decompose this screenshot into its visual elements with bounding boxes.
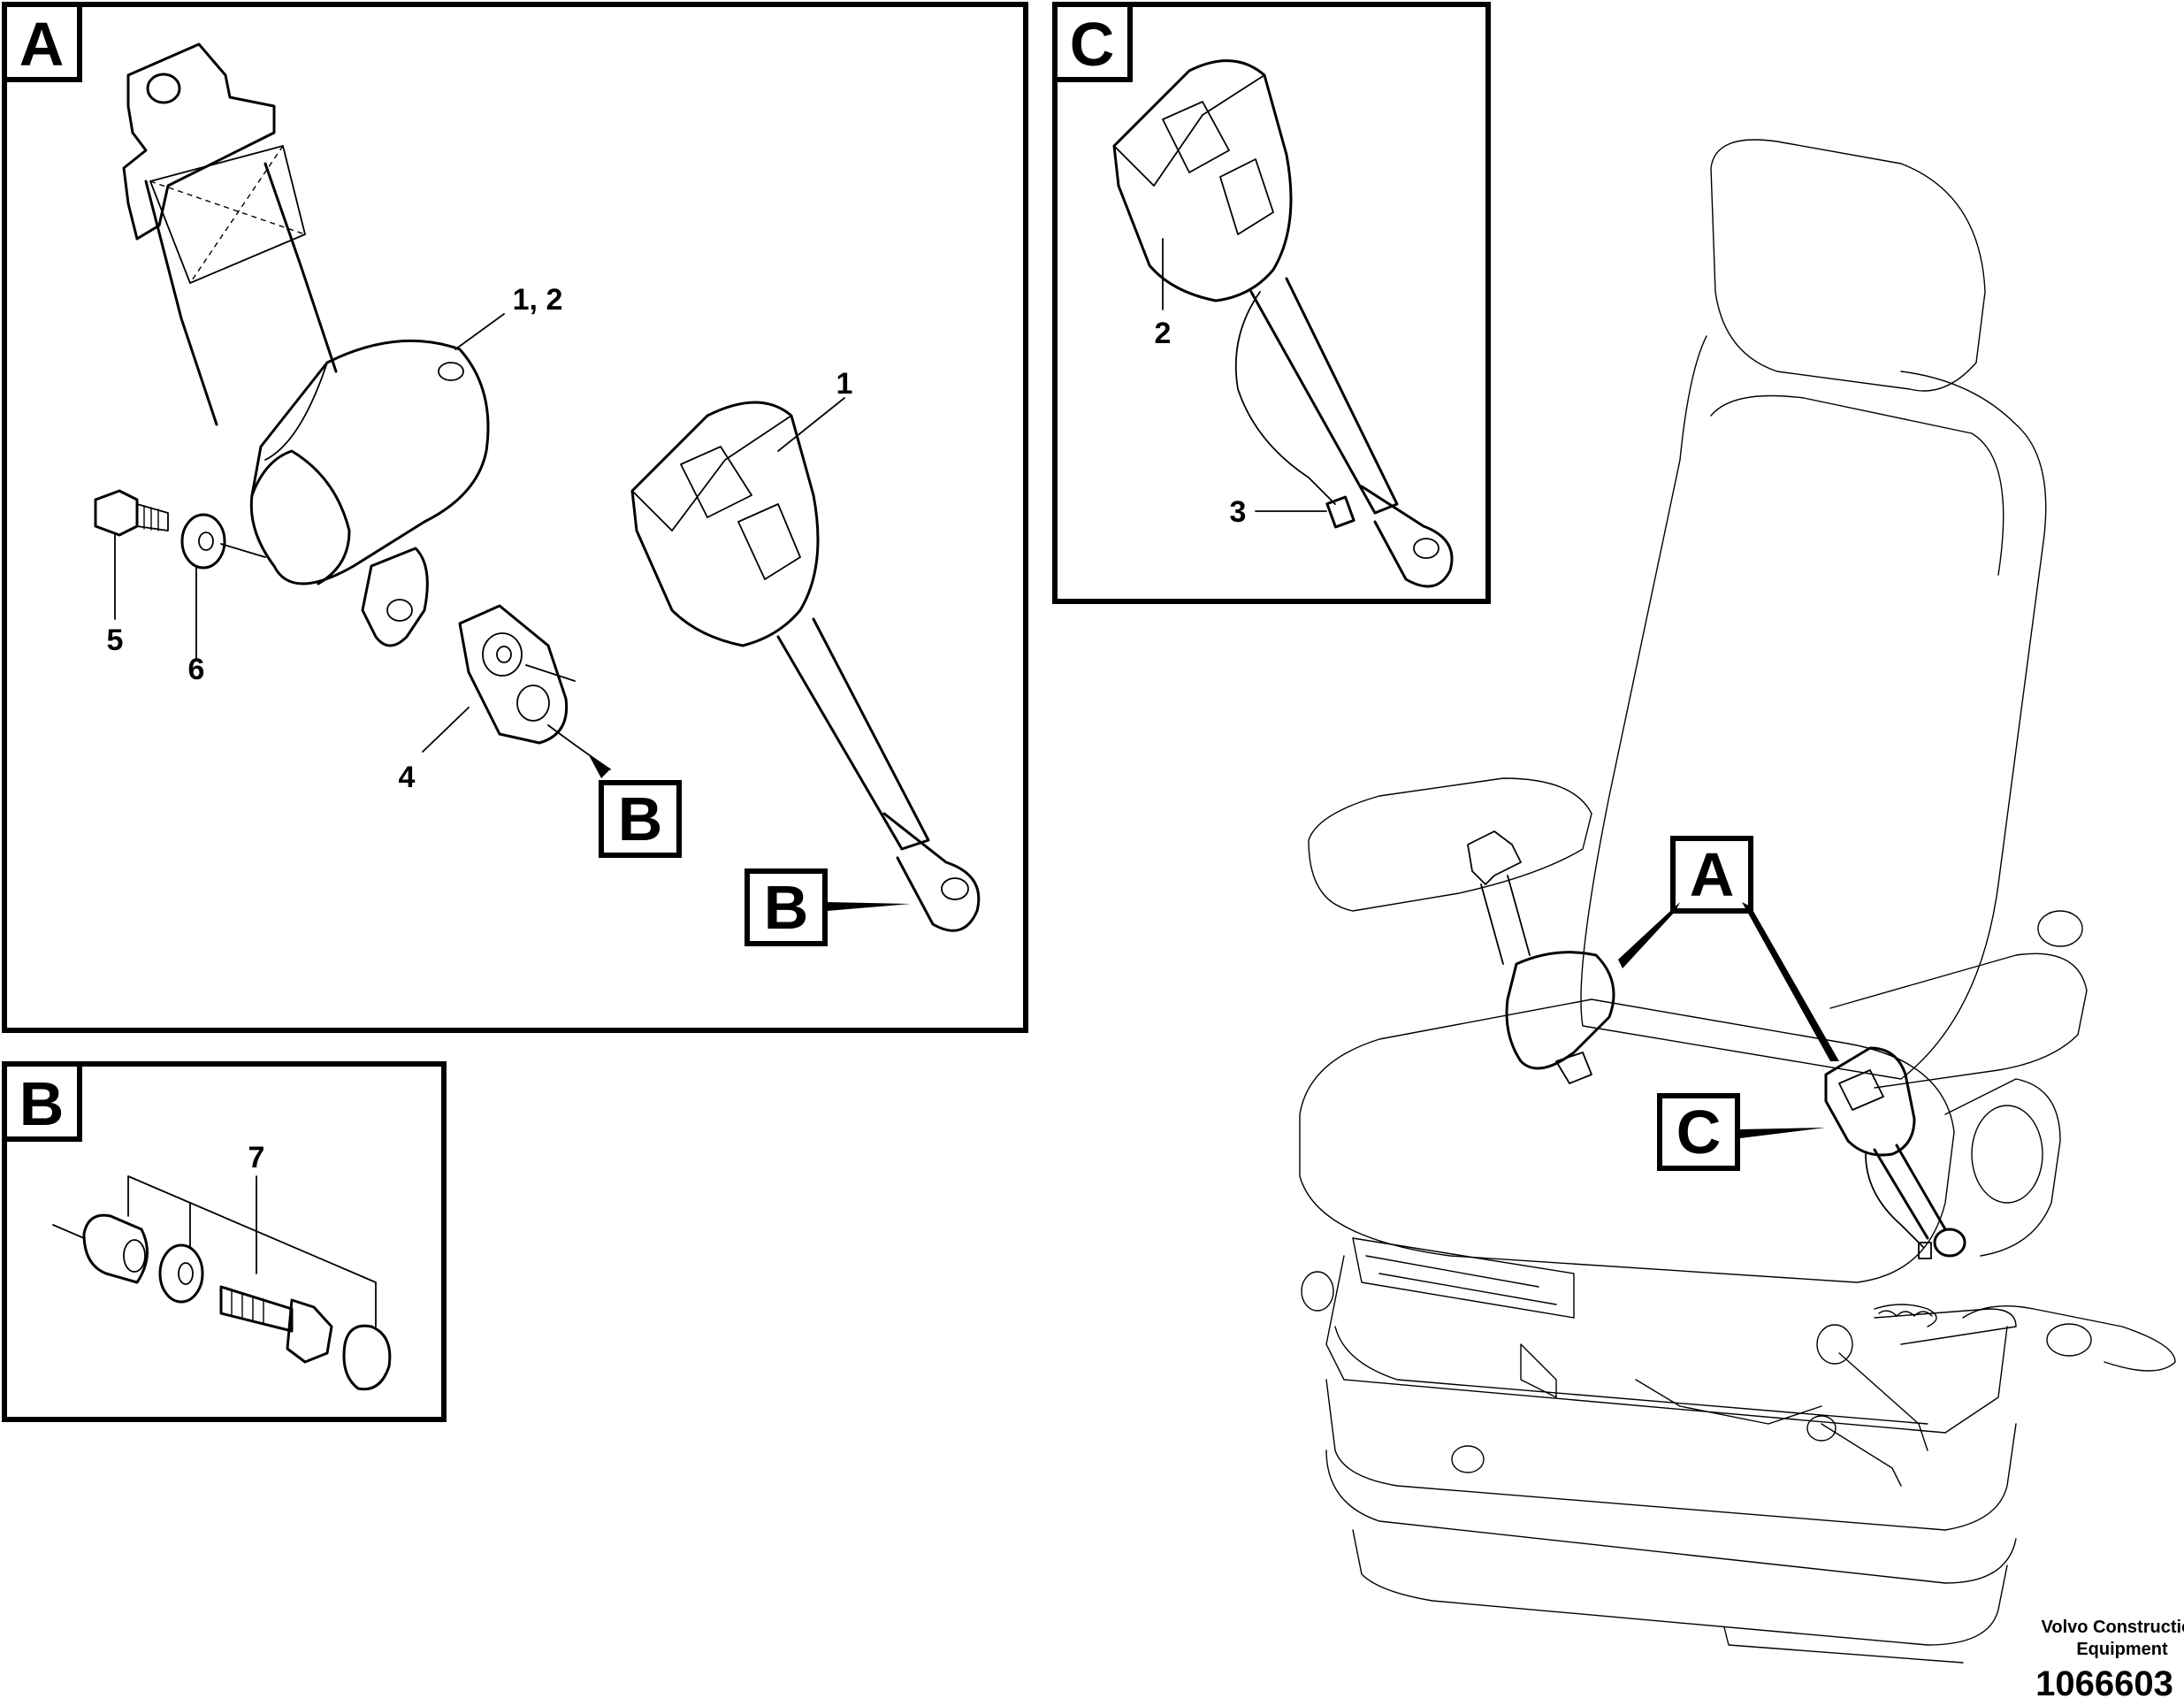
part-label-5: 5 [107,623,124,657]
ref-callout-b-buckle-box [745,868,828,946]
retractor-housing [220,339,490,647]
drawing-number: 1066603 [2035,1664,2173,1703]
fastener-kit-parts [52,1175,392,1391]
seat-callout-a-arrow-right [1742,902,1839,1061]
panel-a: A [2,2,1028,1033]
ref-callout-b-plate-box [599,780,682,858]
ref-arrow-head-b1 [588,754,610,778]
buckle-part-1 [630,401,981,932]
part-label-1: 1 [836,367,853,401]
seat-callout-c: C [1676,1098,1722,1167]
mounting-plate-part-4 [458,604,576,745]
seat-callout-a-box [1670,836,1753,914]
panel-c: C 2 3 [1052,2,1491,604]
panel-c-tag: C [1070,10,1115,79]
bolt-part-5 [94,489,169,537]
panel-a-tag-box [2,2,82,82]
washer-part-6 [180,513,226,570]
panel-b-tag: B [19,1069,65,1138]
seat-buckle [1824,1046,1966,1259]
seat-callout-c-box [1657,1093,1740,1171]
panel-b: B 7 [2,1061,447,1422]
seat-callout-a: A [1690,840,1735,909]
panel-c-frame [1052,2,1491,604]
retractor-strap [122,42,338,426]
part-label-7: 7 [248,1141,265,1174]
part-label-1-2: 1, 2 [513,283,563,317]
panel-a-tag: A [19,10,65,79]
part-label-2: 2 [1155,317,1172,350]
manufacturer-credit-line1: Volvo Construction [2042,1618,2184,1637]
leader-retractor [454,313,505,350]
seat-overview: A C [1299,139,2176,1664]
seat-callout-a-arrow-left [1618,902,1680,968]
drawing-footer: Volvo Construction Equipment 1066603 [2035,1618,2184,1703]
leader-buckle [777,397,845,452]
manufacturer-credit-line2: Equipment [2076,1640,2168,1659]
seat-retractor [1467,830,1615,1084]
part-label-4: 4 [399,761,416,794]
ref-callout-b-buckle: B [764,873,809,942]
ref-callout-b-plate: B [618,784,663,853]
panel-b-frame [2,1061,447,1422]
panel-b-tag-box [2,1061,82,1142]
part-label-6: 6 [188,653,205,686]
leader-plate [422,707,470,753]
panel-a-frame [2,2,1028,1033]
panel-c-tag-box [1052,2,1133,82]
ref-arrow-b-buckle [827,902,911,911]
buckle-with-switch [1112,59,1454,588]
seat-callout-c-arrow [1740,1128,1826,1138]
part-label-3: 3 [1230,495,1247,529]
